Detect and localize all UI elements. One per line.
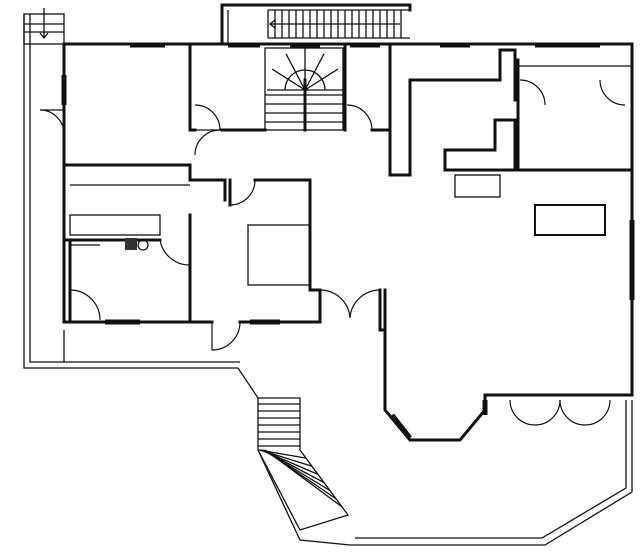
entry-stair	[23, 8, 65, 45]
door	[69, 289, 101, 321]
terrace-outline	[23, 14, 633, 546]
stair-tread	[304, 53, 325, 91]
sink-icon	[137, 239, 149, 251]
door	[519, 79, 546, 106]
door	[559, 399, 611, 426]
door	[599, 79, 626, 106]
door	[346, 104, 373, 131]
balcony-stair	[220, 3, 412, 46]
door	[194, 104, 221, 131]
stair-tread	[285, 53, 306, 91]
door	[509, 399, 561, 426]
door	[229, 179, 256, 206]
dining-table	[534, 204, 606, 236]
bed	[247, 224, 311, 286]
door	[319, 289, 351, 319]
terrace-stairs	[257, 397, 350, 531]
walls	[62, 42, 634, 442]
door	[194, 129, 221, 156]
stair-tread	[271, 68, 306, 91]
stove-icon	[125, 238, 137, 250]
windows	[61, 42, 635, 440]
door	[39, 109, 65, 135]
doors	[39, 79, 626, 426]
door	[159, 239, 191, 266]
stair-tread	[264, 449, 343, 508]
door	[349, 289, 381, 319]
furniture	[125, 204, 606, 251]
stair-tread	[304, 68, 339, 91]
door	[211, 321, 241, 351]
internal-staircase	[265, 48, 343, 132]
